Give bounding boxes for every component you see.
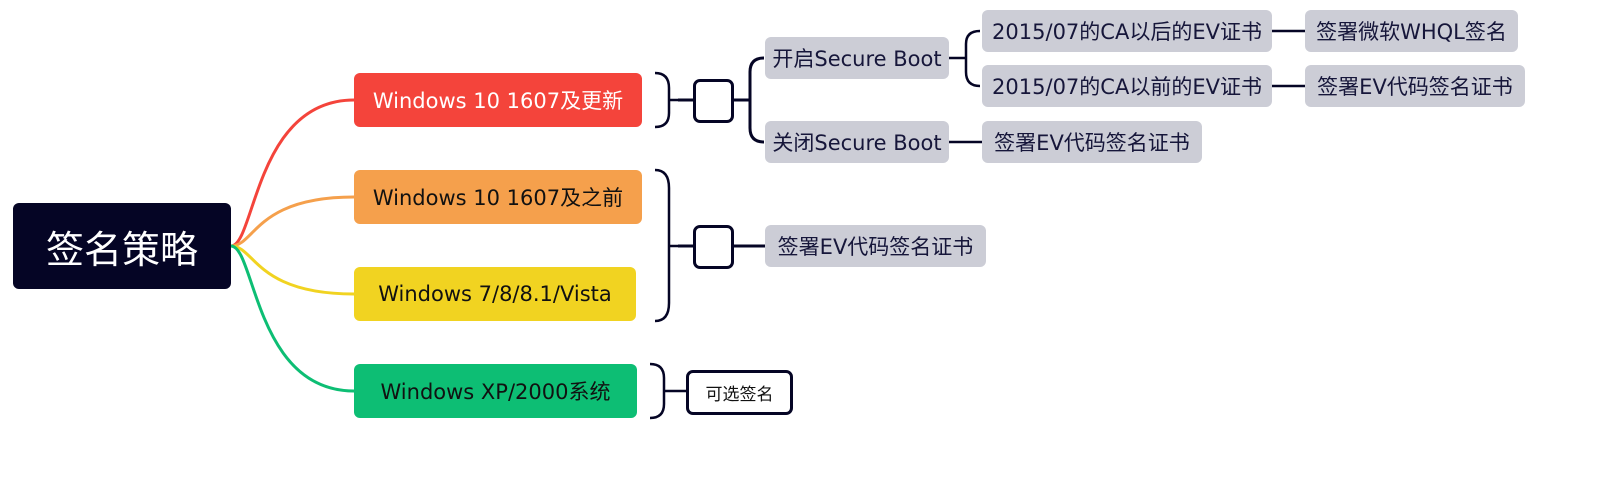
branch-win7-8-vista[interactable]: Windows 7/8/8.1/Vista xyxy=(354,267,636,321)
ca-before-201507-node[interactable]: 2015/07的CA以前的EV证书 xyxy=(982,65,1272,107)
ev-sign-node[interactable]: 签署EV代码签名证书 xyxy=(765,225,986,267)
bracket-win10-new xyxy=(654,71,678,129)
ca-after-201507-node[interactable]: 2015/07的CA以后的EV证书 xyxy=(982,10,1272,52)
connector-root-win7 xyxy=(230,244,355,296)
connector-root-win10-old xyxy=(230,195,355,248)
whql-sign-node[interactable]: 签署微软WHQL签名 xyxy=(1305,10,1518,52)
empty-summary-node[interactable] xyxy=(693,225,734,269)
connector-empty1-split xyxy=(733,56,765,144)
branch-win10-1607-newer[interactable]: Windows 10 1607及更新 xyxy=(354,73,642,127)
root-topic[interactable]: 签名策略 xyxy=(13,203,231,289)
connector-sb-on-split xyxy=(949,29,981,88)
optional-sign-node[interactable]: 可选签名 xyxy=(686,370,793,415)
ev-sign-node[interactable]: 签署EV代码签名证书 xyxy=(982,121,1202,163)
empty-summary-node[interactable] xyxy=(693,79,734,123)
secure-boot-off-node[interactable]: 关闭Secure Boot xyxy=(765,121,949,163)
ev-sign-node[interactable]: 签署EV代码签名证书 xyxy=(1305,65,1525,107)
branch-win10-1607-older[interactable]: Windows 10 1607及之前 xyxy=(354,170,642,224)
bracket-winxp xyxy=(649,362,686,420)
connector-root-winxp xyxy=(230,244,355,393)
secure-boot-on-node[interactable]: 开启Secure Boot xyxy=(765,37,949,79)
connector-root-win10-new xyxy=(230,98,355,248)
bracket-legacy-group xyxy=(654,168,678,323)
branch-winxp-2000[interactable]: Windows XP/2000系统 xyxy=(354,364,637,418)
